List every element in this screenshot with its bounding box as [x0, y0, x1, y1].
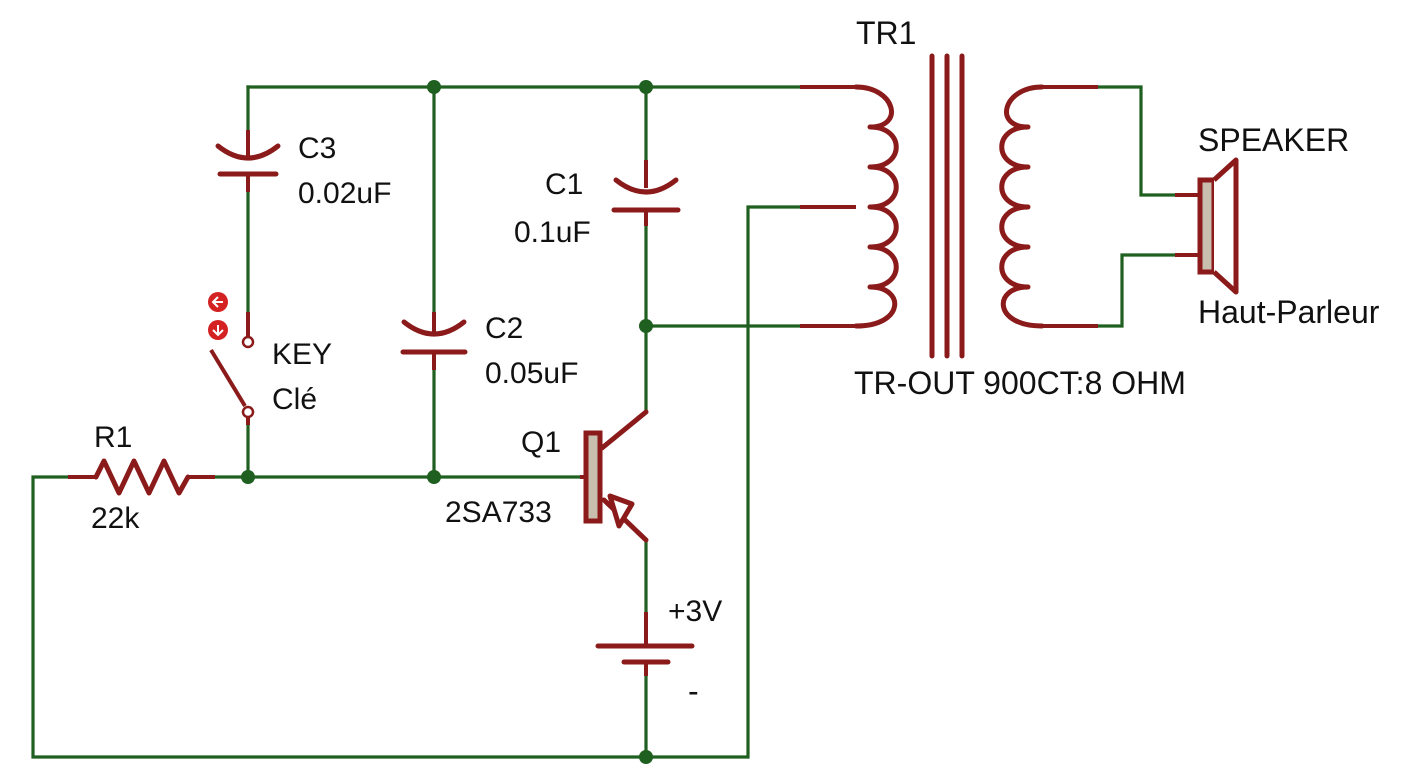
c1-value-label: 0.1uF	[514, 216, 591, 249]
junction-dot	[241, 470, 255, 484]
transformer-tr1: TR1 TR-OUT 900CT:8 OHM	[800, 15, 1186, 401]
q1-value-label: 2SA733	[445, 496, 552, 529]
c2-value-label: 0.05uF	[485, 357, 578, 390]
key-ref-label: KEY	[272, 338, 332, 371]
r1-value-label: 22k	[91, 502, 140, 535]
junction-dot	[639, 750, 653, 764]
junctions	[241, 80, 653, 764]
speaker: SPEAKER Haut-Parleur	[1175, 122, 1380, 330]
battery-plus-label: +3V	[668, 595, 722, 628]
battery-minus-label: -	[688, 673, 699, 709]
battery: +3V -	[595, 595, 722, 709]
key-value-label: Clé	[272, 383, 317, 416]
wires	[31, 85, 1177, 759]
tr1-value-label: TR-OUT 900CT:8 OHM	[854, 365, 1186, 401]
capacitor-c2: C2 0.05uF	[400, 312, 578, 390]
c3-ref-label: C3	[298, 132, 336, 165]
q1-ref-label: Q1	[521, 426, 561, 459]
r1-ref-label: R1	[94, 421, 132, 454]
speaker-ref-label: SPEAKER	[1198, 122, 1349, 158]
c3-value-label: 0.02uF	[298, 177, 391, 210]
junction-dot	[639, 80, 653, 94]
resistor-r1: R1 22k	[68, 421, 215, 535]
speaker-value-label: Haut-Parleur	[1198, 294, 1380, 330]
tr1-ref-label: TR1	[856, 15, 916, 51]
c1-ref-label: C1	[545, 168, 583, 201]
capacitor-c1: C1 0.1uF	[514, 160, 681, 249]
capacitor-c3: C3 0.02uF	[215, 130, 391, 210]
junction-dot	[639, 319, 653, 333]
key-state-icon[interactable]	[208, 292, 228, 340]
junction-dot	[427, 80, 441, 94]
left-loop-wire	[31, 205, 802, 759]
junction-dot	[427, 470, 441, 484]
key-switch: KEY Clé	[208, 292, 332, 425]
transistor-q1: Q1 2SA733	[445, 409, 649, 543]
secondary-wire	[1096, 85, 1177, 328]
c2-ref-label: C2	[485, 312, 523, 345]
